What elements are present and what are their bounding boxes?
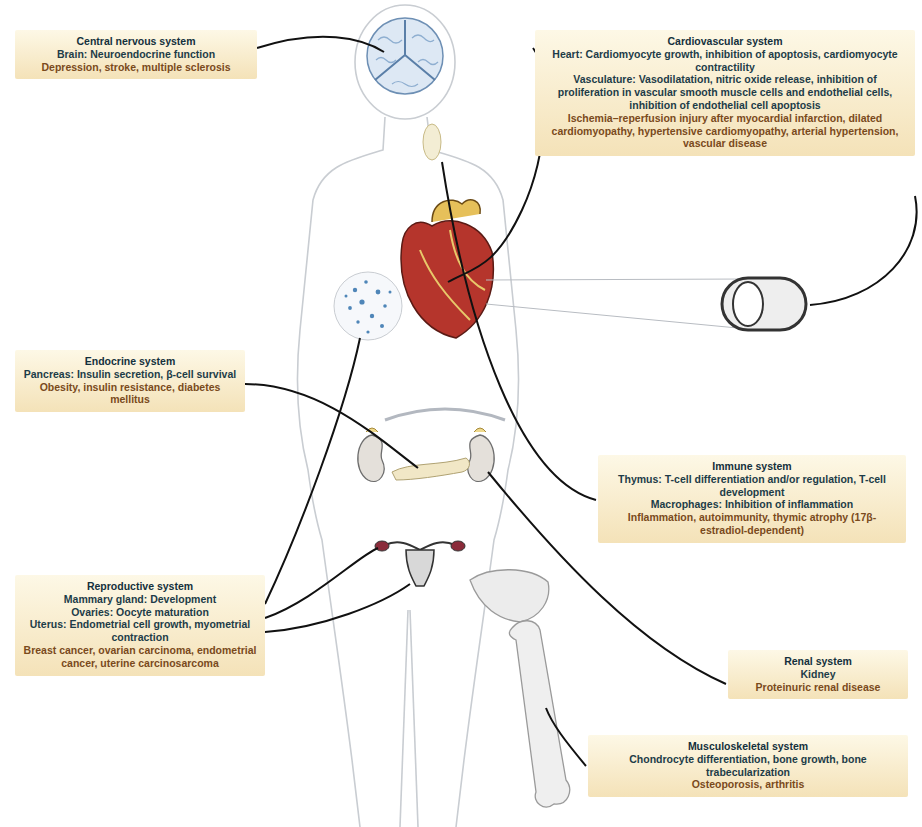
leader-line [245, 384, 418, 468]
leader-line [448, 48, 545, 282]
head-outline [355, 5, 455, 119]
disease-text: Inflammation, autoimmunity, thymic atrop… [606, 511, 898, 537]
disease-text: Breast cancer, ovarian carcinoma, endome… [23, 644, 257, 670]
leader-line [257, 37, 384, 52]
function-text: Uterus: Endometrial cell growth, myometr… [23, 618, 257, 644]
callout-box: Endocrine systemPancreas: Insulin secret… [15, 350, 245, 412]
system-heading: Cardiovascular system [543, 35, 907, 48]
leader-line [442, 162, 596, 500]
bone-drawing [470, 570, 570, 807]
zoom-lines [486, 279, 748, 329]
callout-box: Cardiovascular systemHeart: Cardiomyocyt… [535, 30, 915, 156]
disease-text: Depression, stroke, multiple sclerosis [23, 61, 249, 74]
brain-drawing [367, 18, 443, 94]
function-text: Heart: Cardiomyocyte growth, inhibition … [543, 48, 907, 74]
leader-line [265, 584, 410, 632]
body-outline [298, 5, 519, 827]
breast-drawing [334, 272, 402, 340]
pancreas-drawing [392, 458, 469, 480]
callout-box: Central nervous systemBrain: Neuroendocr… [15, 30, 257, 79]
vessel-drawing [722, 278, 806, 330]
uterus-drawing [375, 541, 465, 586]
thymus-drawing [423, 124, 441, 160]
function-text: Mammary gland: Development [23, 593, 257, 606]
disease-text: Obesity, insulin resistance, diabetes me… [23, 381, 237, 407]
callout-box: Immune systemThymus: T-cell differentiat… [598, 455, 906, 543]
function-text: Chondrocyte differentiation, bone growth… [596, 753, 900, 779]
leader-line [810, 196, 917, 305]
inner-leg-line [410, 610, 418, 827]
kidney-drawing [358, 428, 494, 481]
callout-box: Reproductive systemMammary gland: Develo… [15, 575, 265, 676]
function-text: Brain: Neuroendocrine function [23, 48, 249, 61]
disease-text: Ischemia–reperfusion injury after myocar… [543, 112, 907, 150]
system-heading: Endocrine system [23, 355, 237, 368]
heart-drawing [401, 200, 493, 338]
system-heading: Musculoskeletal system [596, 740, 900, 753]
system-heading: Central nervous system [23, 35, 249, 48]
leader-line [546, 708, 586, 766]
leader-line [265, 548, 378, 618]
system-heading: Reproductive system [23, 580, 257, 593]
callout-box: Musculoskeletal systemChondrocyte differ… [588, 735, 908, 797]
function-text: Pancreas: Insulin secretion, β-cell surv… [23, 368, 237, 381]
function-text: Vasculature: Vasodilatation, nitric oxid… [543, 73, 907, 111]
disease-text: Proteinuric renal disease [736, 681, 900, 694]
inner-leg-line [400, 610, 408, 827]
function-text: Ovaries: Oocyte maturation [23, 606, 257, 619]
function-text: Kidney [736, 668, 900, 681]
system-heading: Immune system [606, 460, 898, 473]
function-text: Thymus: T-cell differentiation and/or re… [606, 473, 898, 499]
leader-line [265, 338, 360, 604]
callout-box: Renal systemKidneyProteinuric renal dise… [728, 650, 908, 699]
function-text: Macrophages: Inhibition of inflammation [606, 498, 898, 511]
body-left-side [298, 117, 385, 827]
system-heading: Renal system [736, 655, 900, 668]
diaphragm-arc [385, 409, 505, 420]
disease-text: Osteoporosis, arthritis [596, 778, 900, 791]
